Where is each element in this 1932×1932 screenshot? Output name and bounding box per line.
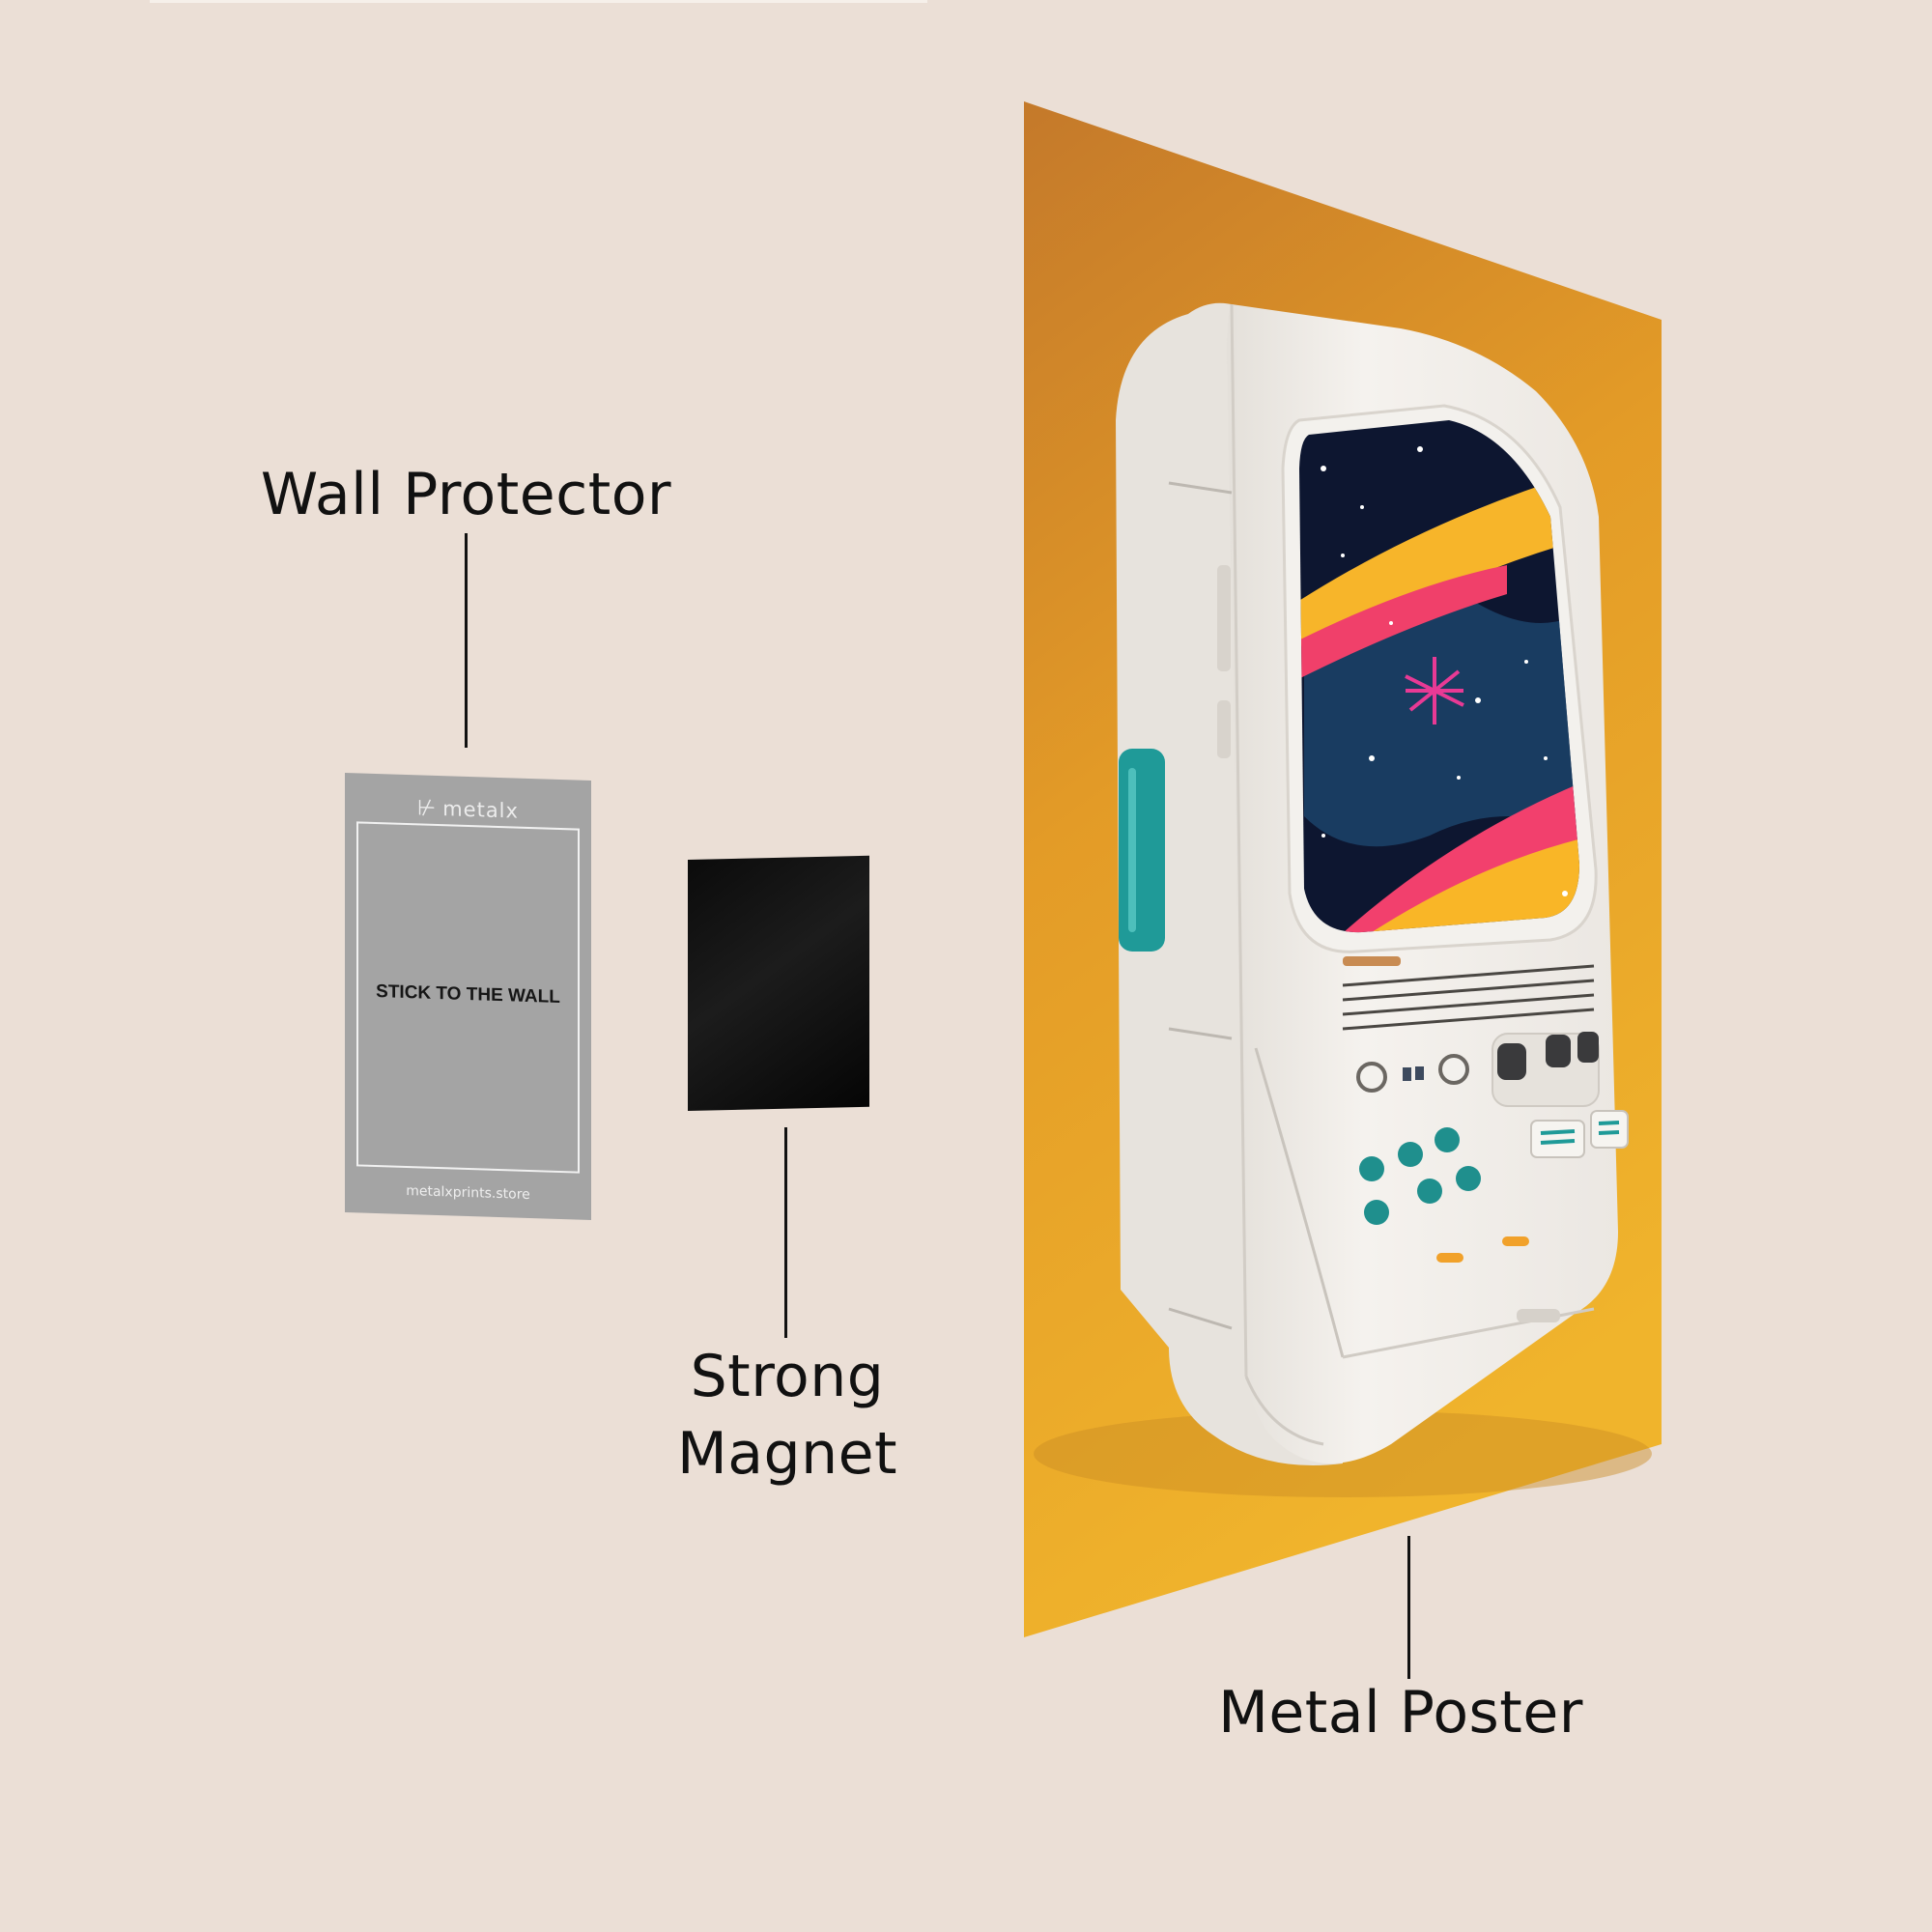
wall-protector-card: ⊬metalx STICK TO THE WALL metalxprints.s… (345, 773, 591, 1221)
side-teal-button-highlight (1128, 768, 1136, 932)
device-panel-line-5 (1244, 1376, 1324, 1446)
side-slot-2 (1217, 700, 1231, 758)
metalx-logo: ⊬metalx (345, 794, 591, 826)
screen-stripe-pink-top (1299, 565, 1507, 681)
bottom-slot (1517, 1309, 1560, 1322)
device-panel-line-3 (1168, 1307, 1233, 1330)
indicator-left (1403, 1067, 1411, 1081)
teal-button-cluster (1359, 1127, 1481, 1225)
top-edge-strip (150, 0, 927, 3)
metal-poster-leader-line (1407, 1536, 1410, 1679)
metalx-logo-icon: ⊬ (417, 796, 438, 821)
metalx-brand-text: metalx (442, 797, 519, 823)
side-slot-1 (1217, 565, 1231, 671)
strong-magnet-label-line1: Strong (690, 1343, 885, 1410)
knob-right (1438, 1054, 1469, 1085)
screen-stripe-pink-bottom (1333, 778, 1579, 933)
indicator-right (1415, 1066, 1424, 1080)
strong-magnet-leader-line (784, 1127, 787, 1338)
label-plate-1 (1530, 1120, 1585, 1158)
metal-poster (1024, 101, 1662, 1637)
speaker-grille (1342, 964, 1595, 1031)
device-panel-line-4 (1230, 303, 1248, 1378)
protector-website: metalxprints.store (406, 1182, 530, 1204)
knob-left (1356, 1062, 1387, 1093)
screen-starburst (1405, 657, 1464, 724)
wall-protector-leader-line (465, 533, 468, 748)
strong-magnet-sheet (688, 855, 869, 1111)
device-front-edge-line (1254, 1047, 1345, 1358)
label-plate-stripes (1540, 1121, 1620, 1145)
wall-protector-label: Wall Protector (260, 461, 672, 528)
metal-poster-label: Metal Poster (1218, 1679, 1583, 1747)
device-panel-line-2 (1168, 1027, 1233, 1040)
speaker-accent (1343, 956, 1401, 966)
screen-display (1299, 420, 1579, 933)
orange-button-right (1502, 1236, 1529, 1246)
side-teal-button (1119, 749, 1165, 952)
switch-block (1492, 1032, 1600, 1107)
strong-magnet-label-line2: Magnet (676, 1420, 898, 1488)
device-panel-line-1 (1168, 481, 1233, 495)
screen-nebula (1304, 586, 1579, 847)
orange-button-left (1436, 1253, 1463, 1263)
metal-poster-artwork (1024, 101, 1662, 1637)
label-plate-2 (1590, 1110, 1629, 1149)
screen-stars (1321, 446, 1568, 896)
